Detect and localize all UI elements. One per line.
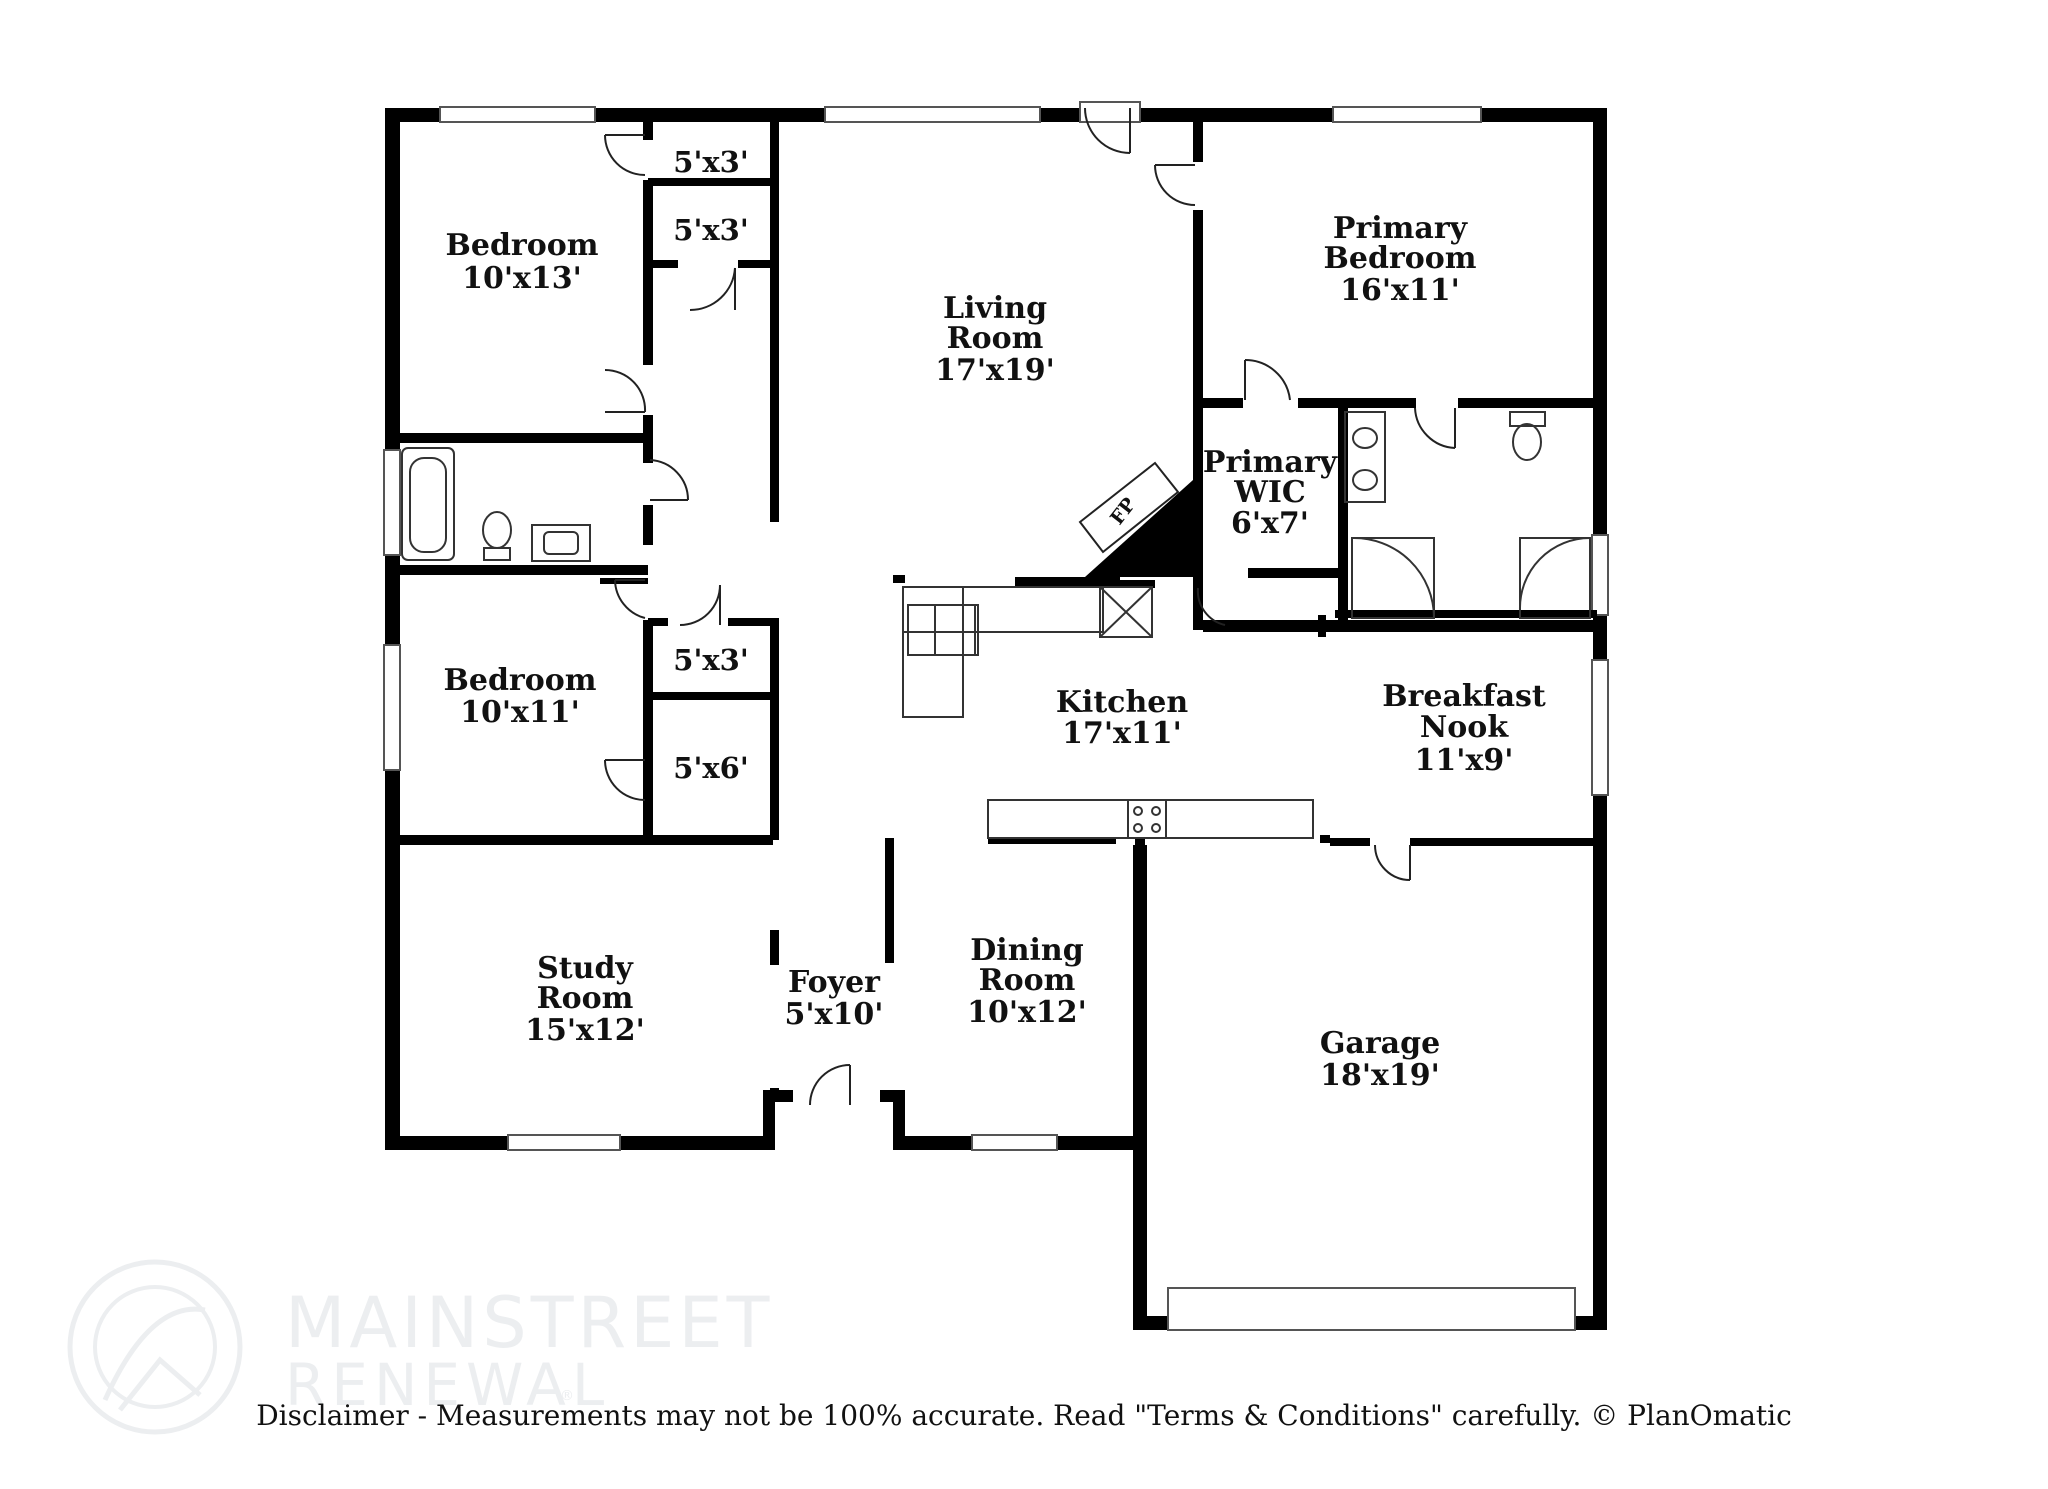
dining-room-name-2: Room <box>979 963 1076 998</box>
dining-room-name-1: Dining <box>970 933 1083 968</box>
brand-name: MAINSTREET <box>285 1282 773 1364</box>
registered-mark: ® <box>560 1388 574 1404</box>
study-room-size: 15'x12' <box>525 1013 645 1048</box>
garage-size: 18'x19' <box>1320 1058 1440 1093</box>
doors <box>604 107 1456 1106</box>
primary-bedroom-name-1: Primary <box>1333 211 1469 246</box>
foyer-name: Foyer <box>788 965 881 1000</box>
room-labels: Bedroom 10'x13' 5'x3' 5'x3' Living Room … <box>444 145 1546 1093</box>
closet-2-size: 5'x3' <box>673 213 748 247</box>
breakfast-nook-size: 11'x9' <box>1415 743 1514 778</box>
bedroom-2-size: 10'x11' <box>460 695 580 730</box>
foyer-size: 5'x10' <box>785 997 884 1032</box>
brand-subname: RENEWAL <box>285 1351 610 1419</box>
bedroom-1-name: Bedroom <box>446 228 599 263</box>
study-room-name-2: Room <box>537 981 634 1016</box>
primary-wic-name-2: WIC <box>1233 475 1306 510</box>
breakfast-nook-name-1: Breakfast <box>1382 679 1546 714</box>
closet-4-size: 5'x6' <box>673 751 748 785</box>
interior-walls <box>398 122 1600 1102</box>
windows <box>383 101 1609 1331</box>
study-room-name-1: Study <box>537 951 634 986</box>
fireplace: FP <box>1078 461 1193 577</box>
disclaimer-text: Disclaimer - Measurements may not be 100… <box>256 1399 1792 1432</box>
garage-name: Garage <box>1320 1026 1440 1061</box>
primary-wic-name-1: Primary <box>1203 445 1339 480</box>
fixtures <box>401 411 1591 839</box>
primary-bedroom-size: 16'x11' <box>1340 273 1460 308</box>
primary-bedroom-name-2: Bedroom <box>1324 241 1477 276</box>
mainstreet-logo: MAINSTREET RENEWAL ® <box>67 1259 773 1435</box>
breakfast-nook-name-2: Nook <box>1420 710 1509 745</box>
bedroom-2-name: Bedroom <box>444 663 597 698</box>
dining-room-size: 10'x12' <box>967 995 1087 1030</box>
closet-1-size: 5'x3' <box>673 145 748 179</box>
kitchen-name: Kitchen <box>1056 685 1188 720</box>
bedroom-1-size: 10'x13' <box>462 261 582 296</box>
closet-3-size: 5'x3' <box>673 643 748 677</box>
kitchen-size: 17'x11' <box>1062 716 1182 751</box>
living-room-name-1: Living <box>943 291 1047 326</box>
living-room-size: 17'x19' <box>935 353 1055 388</box>
living-room-name-2: Room <box>947 321 1044 356</box>
primary-wic-size: 6'x7' <box>1231 506 1309 541</box>
